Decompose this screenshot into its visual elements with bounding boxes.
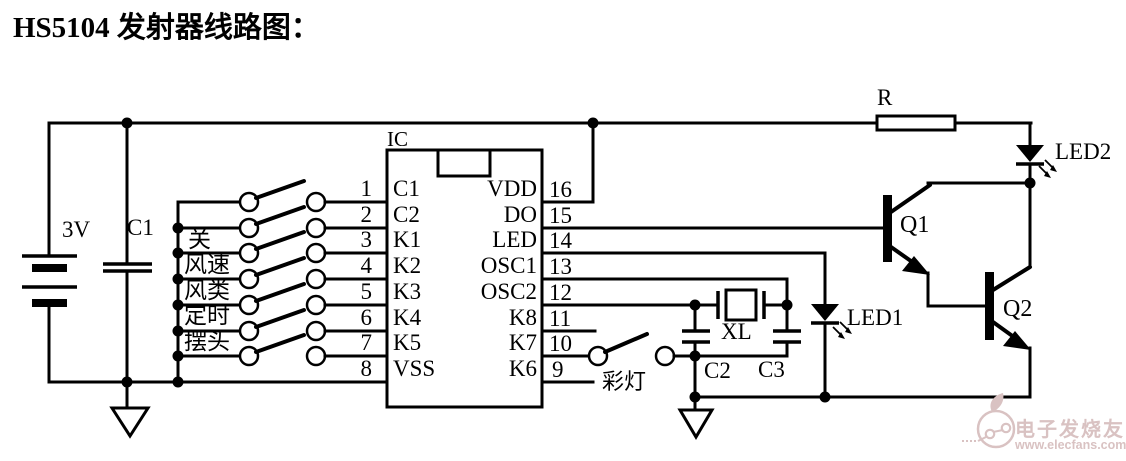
- resistor-symbol: [875, 114, 957, 132]
- capacitor-c1-symbol: [103, 121, 152, 384]
- pin-label: K6: [509, 356, 537, 381]
- battery-symbol: [22, 254, 77, 307]
- ic-right-pin-labels: VDD DO LED OSC1 OSC2 K8 K7 K6: [481, 176, 537, 381]
- capacitor-c3-label: C3: [758, 357, 785, 382]
- pin-label: OSC1: [481, 253, 537, 278]
- key-switch-row: [176, 256, 389, 290]
- vdd-pin16-wire: [540, 121, 595, 204]
- ic-name-label: IC: [387, 127, 408, 151]
- ic-left-pin-labels: C1 C2 K1 K2 K3 K4 K5 VSS: [393, 176, 435, 381]
- pin-number: 3: [361, 227, 373, 252]
- pin-label: K3: [393, 279, 421, 304]
- pin-label: VDD: [487, 176, 537, 201]
- ic-right-pin-numbers: 16 15 14 13 12 11 10 9: [549, 177, 573, 382]
- pin-number: 7: [361, 330, 373, 355]
- pin-number: 11: [549, 306, 571, 331]
- crystal-label: XL: [721, 319, 752, 344]
- switch-label-timer: 定时: [184, 303, 230, 328]
- pin-number: 9: [552, 357, 564, 382]
- pin-number: 1: [361, 176, 373, 201]
- led1-symbol: [811, 304, 852, 399]
- pin-number: 8: [361, 356, 373, 381]
- pin-number: 16: [549, 177, 572, 202]
- pin-label: DO: [504, 202, 537, 227]
- key-switch-row: [176, 282, 389, 316]
- battery-voltage-label: 3V: [62, 217, 91, 242]
- pin-number: 13: [549, 254, 572, 279]
- pin-number: 2: [361, 202, 373, 227]
- switch-label-off: 关: [188, 227, 211, 252]
- capacitor-c1-label: C1: [127, 215, 154, 240]
- page-title: HS5104 发射器线路图：: [13, 11, 320, 44]
- key-switch-row: [176, 205, 389, 239]
- pin-label: C1: [393, 176, 420, 201]
- key-switch-row: [176, 230, 389, 264]
- transistor-q1: [883, 181, 1032, 308]
- capacitor-c2-label: C2: [704, 358, 731, 383]
- pin-number: 15: [549, 203, 572, 228]
- key-switch-row: [176, 179, 389, 213]
- pin-label: K1: [393, 227, 421, 252]
- transistor-q1-label: Q1: [900, 212, 929, 238]
- pin-label: K2: [393, 253, 421, 278]
- pin-label: LED: [492, 227, 537, 252]
- transistor-q2: [985, 181, 1032, 399]
- pin-number: 4: [361, 253, 373, 278]
- transistor-q2-label: Q2: [1003, 296, 1032, 322]
- power-rail-wires: [47, 121, 1033, 384]
- pin-label: VSS: [393, 356, 435, 381]
- pin-number: 10: [549, 331, 572, 356]
- key-switch-row: [176, 333, 389, 367]
- key-switch-row: [176, 308, 389, 342]
- elecfans-logo-icon: [962, 393, 1016, 449]
- resistor-label: R: [877, 85, 893, 110]
- switch-label-oscillate: 摆头: [184, 329, 230, 354]
- watermark: 电子发烧友 www.elecfans.com: [962, 393, 1126, 452]
- watermark-brand-text: 电子发烧友: [1015, 417, 1125, 441]
- pin-number: 14: [549, 228, 573, 253]
- pin-label: K7: [509, 330, 537, 355]
- crystal-symbol: [693, 288, 789, 322]
- pin-number: 12: [549, 280, 572, 305]
- pin-label: C2: [393, 202, 420, 227]
- led2-symbol: [1016, 121, 1057, 185]
- led1-label: LED1: [847, 305, 903, 330]
- ic-left-pin-numbers: 1 2 3 4 5 6 7 8: [361, 176, 373, 381]
- switch-label-windspeed: 风速: [184, 252, 230, 277]
- pin-number: 6: [361, 305, 373, 330]
- watermark-site-text: www.elecfans.com: [1014, 438, 1126, 452]
- pin-label: OSC2: [481, 279, 537, 304]
- pin-label: K4: [393, 305, 422, 330]
- ground-symbol-left: [109, 380, 151, 439]
- led2-label: LED2: [1055, 139, 1111, 164]
- pin-label: K8: [509, 305, 537, 330]
- led-pin14-wire: [540, 251, 827, 306]
- junction-dots: [121, 117, 1036, 403]
- switch-label-windtype: 风类: [184, 278, 230, 303]
- lamp-switch-label: 彩灯: [602, 369, 646, 394]
- pin-number: 5: [361, 279, 373, 304]
- pin-label: K5: [393, 330, 421, 355]
